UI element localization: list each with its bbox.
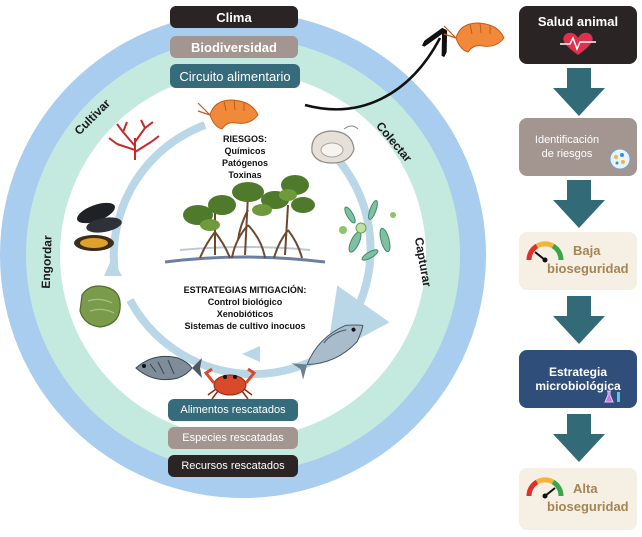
plankton-icon [339, 200, 396, 261]
virus-icon [609, 148, 631, 170]
flask-icon [604, 390, 620, 403]
ring-label-engordar: Engordar [38, 235, 55, 289]
shrimp-icon-flow [443, 22, 505, 53]
seaweed-icon [79, 285, 121, 328]
cycle-arrowhead-bottom [242, 346, 260, 362]
estrategia-line1: Estrategia [548, 365, 608, 379]
alta-bioseguridad-box: Alta bioseguridad [519, 468, 637, 530]
flow-arrow-3 [553, 296, 605, 344]
circuito-label: Circuito alimentario [170, 64, 300, 88]
estrategia-box: Estrategia microbiológica [519, 350, 637, 408]
flow-arrow-2 [553, 180, 605, 228]
estrategia-line2: microbiológica [535, 379, 621, 393]
coral-icon [108, 119, 160, 160]
riesgo-item: Químicos [224, 146, 266, 156]
biodiversidad-label: Biodiversidad [170, 36, 298, 58]
gauge-icon [526, 477, 564, 499]
identificacion-line1: Identificación [534, 134, 600, 146]
mitigacion-title: ESTRATEGIAS MITIGACIÓN: [183, 285, 307, 295]
baja-line1: Baja [573, 243, 601, 258]
cycle-arrow-left [109, 121, 207, 276]
recursos-label: Recursos rescatados [168, 455, 298, 477]
mitigacion-item: Sistemas de cultivo inocuos [184, 321, 306, 331]
alta-line2: bioseguridad [547, 499, 629, 514]
flow-arrow-4 [553, 414, 605, 462]
mitigacion-item: Control biológico [207, 297, 283, 307]
mussel-icon [74, 202, 122, 251]
mitigacion-item: Xenobióticos [216, 309, 274, 319]
riesgo-item: Patógenos [221, 158, 268, 168]
identificacion-box: Identificación de riesgos [519, 118, 637, 176]
riesgo-item: Toxinas [228, 170, 262, 180]
black-arrow [304, 38, 440, 111]
fish-icon [291, 324, 364, 380]
crab-icon [203, 367, 257, 400]
baja-line2: bioseguridad [547, 261, 629, 276]
cycle-arrowhead-left [104, 258, 122, 276]
especies-label: Especies rescatadas [168, 427, 298, 449]
identificacion-line2: de riesgos [541, 148, 593, 160]
heart-icon [560, 32, 596, 55]
baja-bioseguridad-box: Baja bioseguridad [519, 232, 637, 290]
shrimp-icon [197, 99, 259, 130]
riesgos-title: RIESGOS: [222, 134, 267, 144]
alimentos-label: Alimentos rescatados [168, 399, 298, 421]
mitigacion-block: ESTRATEGIAS MITIGACIÓN: Control biológic… [165, 284, 325, 332]
tilapia-icon [135, 355, 202, 381]
riesgos-block: RIESGOS: Químicos Patógenos Toxinas [195, 133, 295, 181]
gauge-icon [526, 241, 564, 263]
alta-line1: Alta [573, 481, 598, 496]
clima-label: Clima [170, 6, 298, 28]
salud-animal-label: Salud animal [537, 14, 619, 29]
flow-arrow-1 [553, 68, 605, 116]
mangrove-icon [164, 175, 326, 264]
oyster-icon [311, 125, 359, 164]
salud-animal-box: Salud animal [519, 6, 637, 64]
